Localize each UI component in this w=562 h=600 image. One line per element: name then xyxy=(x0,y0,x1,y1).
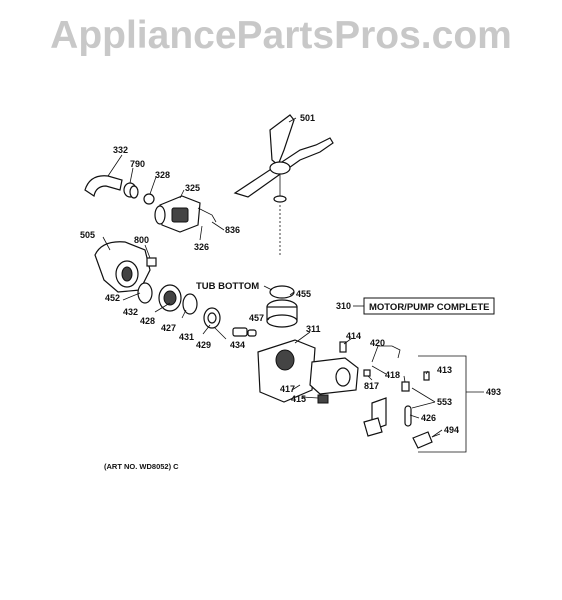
motor-pump-ref-label: 310 xyxy=(336,301,351,311)
part-labels: 501 332 790 328 325 836 326 505 800 455 … xyxy=(80,113,501,435)
grommet-426-part xyxy=(404,405,412,427)
clip-418-part xyxy=(401,381,410,392)
spray-arm-part xyxy=(233,114,334,255)
label-494: 494 xyxy=(444,425,459,435)
clip-part xyxy=(363,369,371,377)
drain-valve-part xyxy=(154,195,217,233)
label-415: 415 xyxy=(291,394,306,404)
label-505: 505 xyxy=(80,230,95,240)
label-426: 426 xyxy=(421,413,436,423)
gasket-ring-part xyxy=(137,282,153,304)
art-number: (ART NO. WD8052) C xyxy=(104,462,179,471)
label-455: 455 xyxy=(296,289,311,299)
screw-413-part xyxy=(423,371,430,381)
label-501: 501 xyxy=(300,113,315,123)
label-311: 311 xyxy=(306,324,321,334)
label-427: 427 xyxy=(161,323,176,333)
label-325: 325 xyxy=(185,183,200,193)
label-457: 457 xyxy=(249,313,264,323)
filter-ring-part xyxy=(182,293,198,315)
leader-lines xyxy=(102,117,484,453)
label-332: 332 xyxy=(113,145,128,155)
label-418: 418 xyxy=(385,370,400,380)
label-836: 836 xyxy=(225,225,240,235)
tub-bottom-callout: TUB BOTTOM xyxy=(196,281,259,292)
label-328: 328 xyxy=(155,170,170,180)
label-452: 452 xyxy=(105,293,120,303)
shaft-seal-part xyxy=(232,327,257,337)
motor-pump-part xyxy=(257,339,359,404)
clamp-part xyxy=(123,182,139,199)
hose-part xyxy=(84,175,123,197)
bracket-part xyxy=(363,397,387,437)
pump-housing-part xyxy=(94,241,151,293)
label-428: 428 xyxy=(140,316,155,326)
label-790: 790 xyxy=(130,159,145,169)
watermark-title: AppliancePartsPros.com xyxy=(50,14,512,57)
label-493: 493 xyxy=(486,387,501,397)
seal-part xyxy=(143,193,155,205)
motor-pump-callout: MOTOR/PUMP COMPLETE xyxy=(369,302,490,313)
label-432: 432 xyxy=(123,307,138,317)
label-434: 434 xyxy=(230,340,245,350)
label-413: 413 xyxy=(437,365,452,375)
label-553: 553 xyxy=(437,397,452,407)
impeller-part xyxy=(158,284,182,312)
seal-ring-part xyxy=(203,307,221,329)
tub-gasket-part xyxy=(269,285,295,299)
label-420: 420 xyxy=(370,338,385,348)
wire-harness-part xyxy=(371,345,401,363)
label-429: 429 xyxy=(196,340,211,350)
label-414: 414 xyxy=(346,331,361,341)
label-817: 817 xyxy=(364,381,379,391)
label-800: 800 xyxy=(134,235,149,245)
small-bolt-part xyxy=(146,257,157,267)
label-431: 431 xyxy=(179,332,194,342)
motor-pump-callout-box xyxy=(363,297,495,315)
label-417: 417 xyxy=(280,384,295,394)
small-screw-part xyxy=(339,341,347,353)
label-326: 326 xyxy=(194,242,209,252)
pump-collar-part xyxy=(266,299,298,328)
